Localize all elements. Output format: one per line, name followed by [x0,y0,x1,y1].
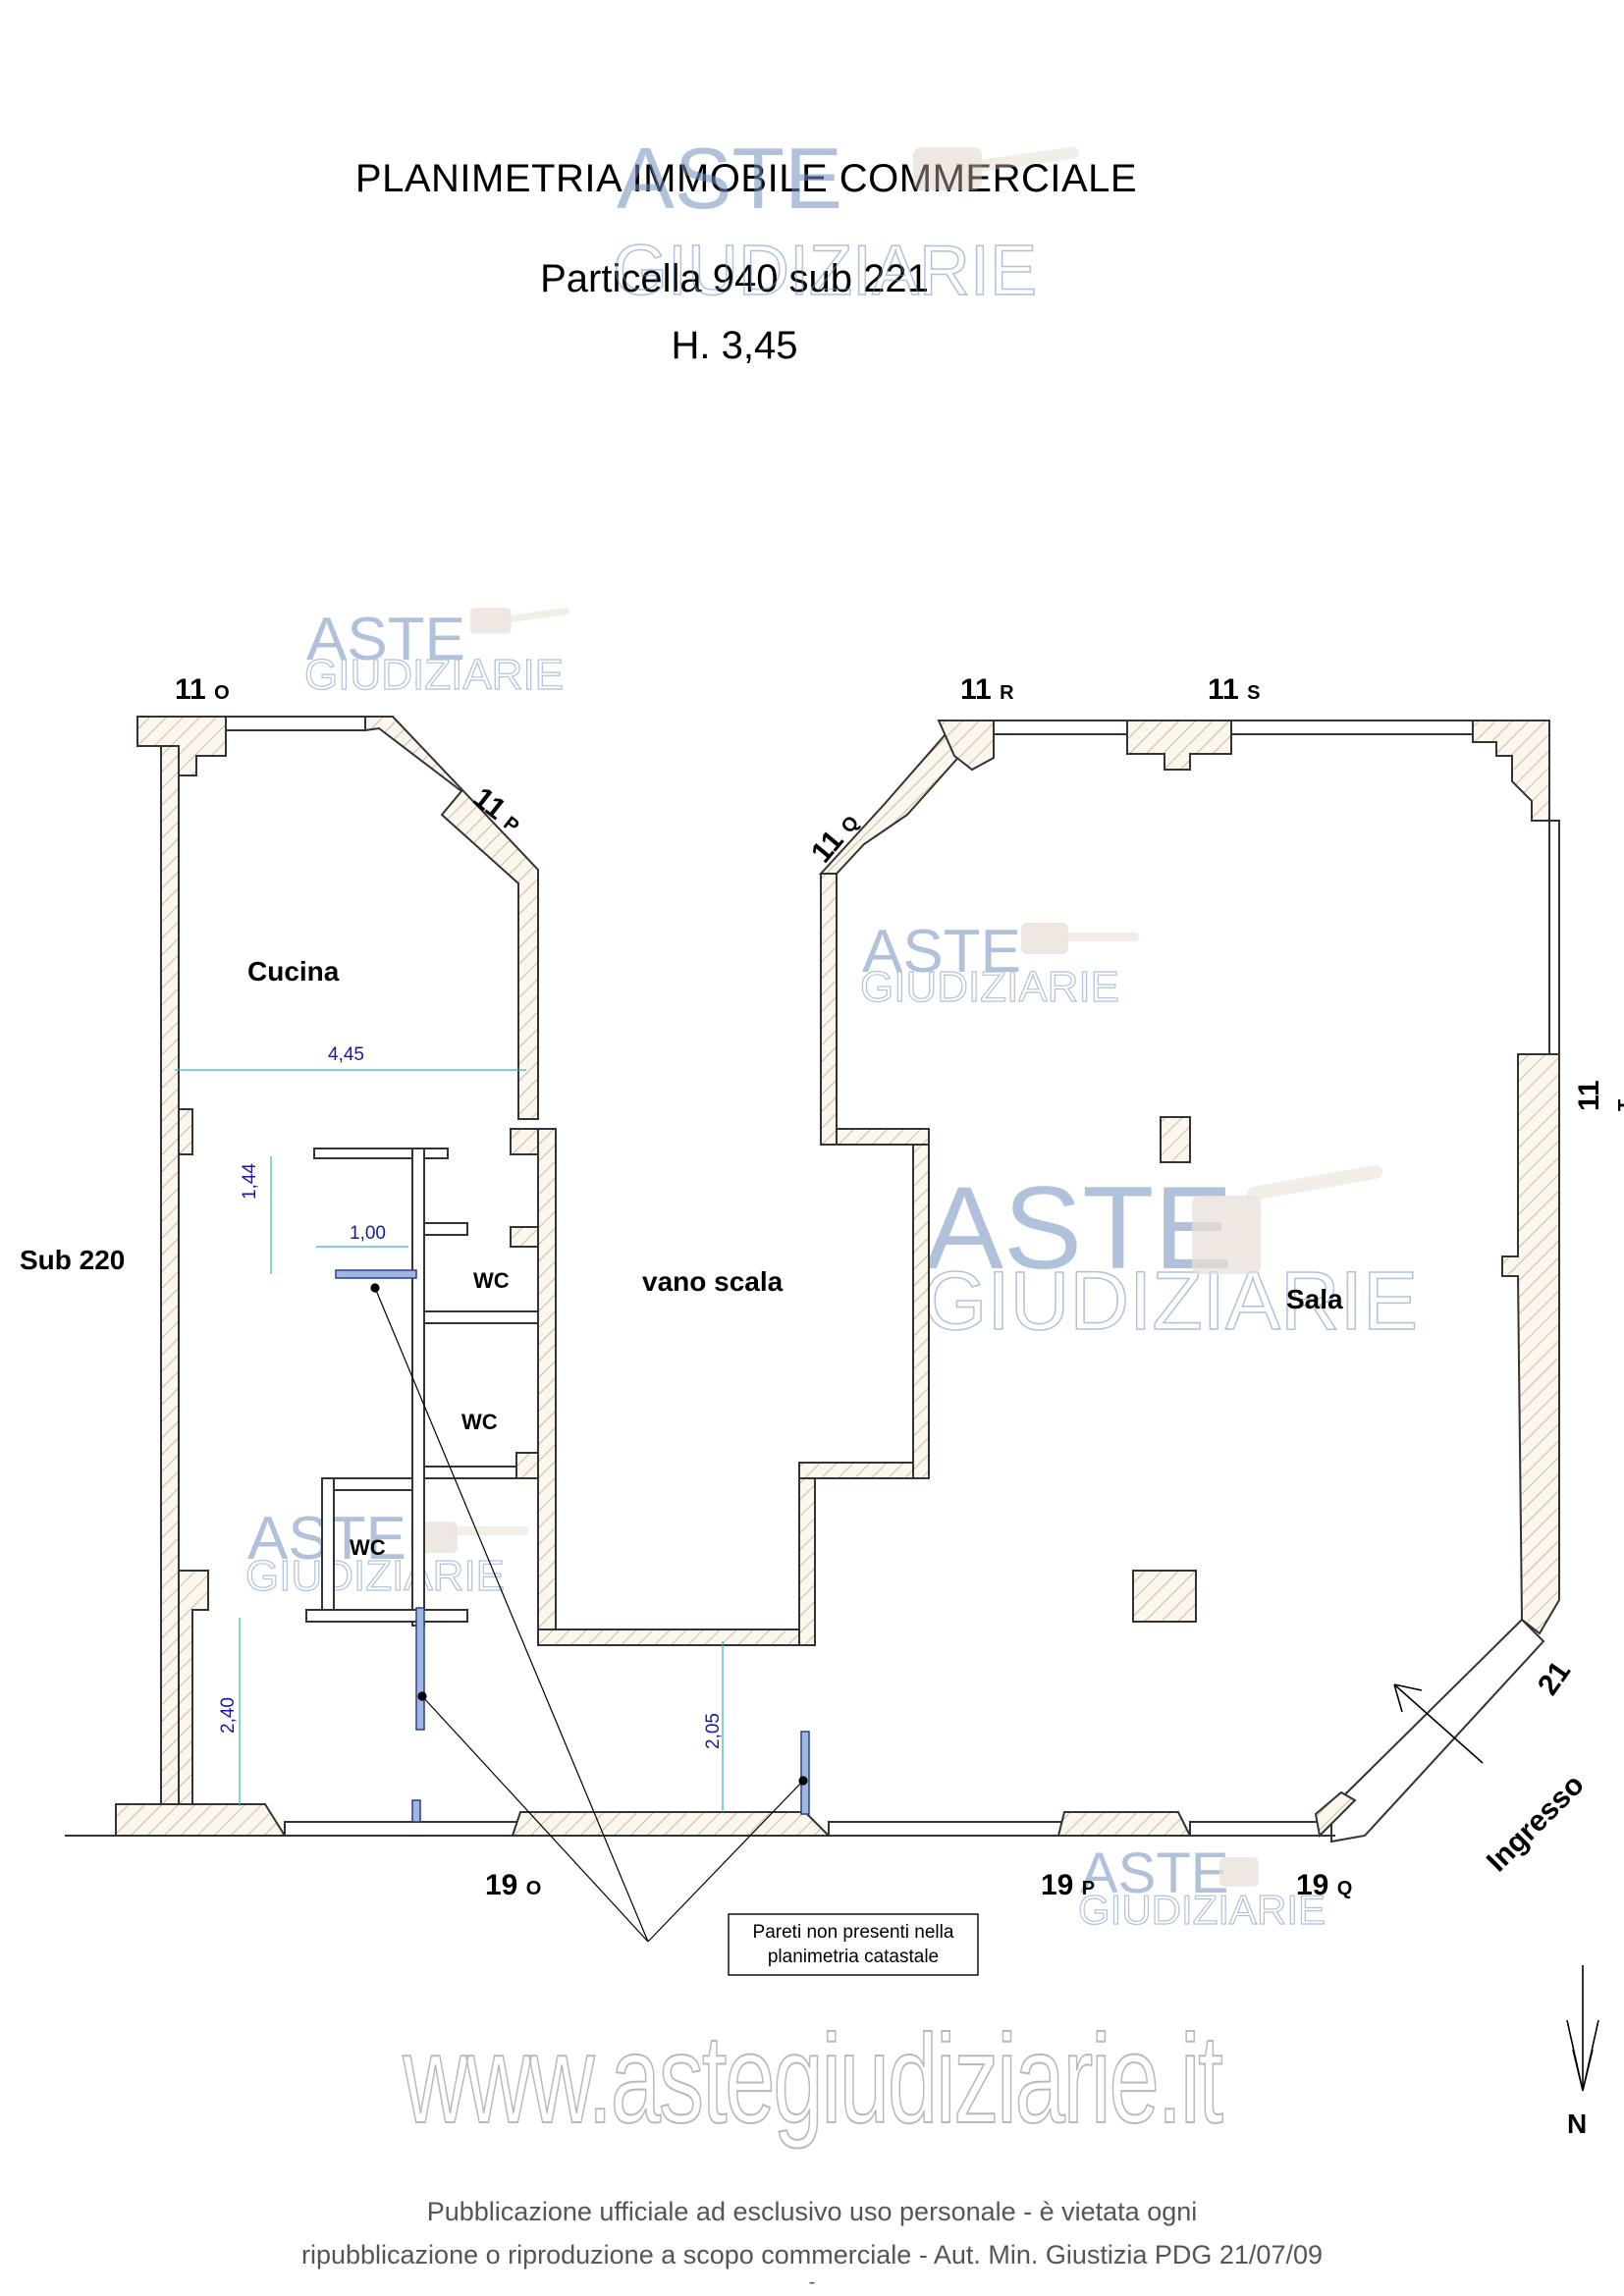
footer-line-1: Pubblicazione ufficiale ad esclusivo uso… [426,2197,1198,2226]
neighbour-label: Sub 220 [20,1245,126,1275]
watermark-text: ASTE [1080,1842,1229,1905]
room-label-vano-scala: vano scala [642,1266,784,1297]
column-2 [1132,1570,1197,1623]
wall-11q [818,724,974,875]
leader-lines [370,1283,808,1943]
watermark-text: GIUDIZIARIE [923,1255,1418,1347]
wall-stair-right-1 [798,1477,816,1646]
new-walls [335,1269,810,1823]
wc-top-wall [313,1148,449,1159]
watermark-text: GIUDIZIARIE [613,232,1037,310]
wc-nib-2 [510,1226,539,1248]
new-wall-1 [335,1269,417,1279]
wc-vertical-wall [411,1148,425,1627]
pillar-19p [1056,1811,1192,1837]
pillar-label-11r: 11 R [960,673,1014,706]
north-arrow-icon [1566,1965,1599,2092]
note-text: Pareti non presenti nella planimetria ca… [752,1922,954,1967]
wall-right [1501,1053,1560,1635]
page-subtitle: Particella 940 sub 221 [540,257,929,300]
wall-stair-bottom [537,1629,816,1646]
pillar-19-left [115,1803,287,1837]
dimension-label: 1,00 [350,1223,386,1244]
pillar-label-11t: 11 T [1573,1080,1624,1111]
pillar-19q [1314,1790,1357,1839]
pillar-label-19o: 19 O [485,1869,542,1901]
footer-line-2: ripubblicazione o riproduzione a scopo c… [300,2240,1323,2269]
watermark-text: GIUDIZIARIE [860,963,1119,1011]
wc-wall-6 [305,1609,468,1623]
wall-stair-top [836,1128,930,1146]
watermark-small-1: ASTE GIUDIZIARIE [303,606,570,700]
watermark-text: GIUDIZIARIE [245,1552,505,1600]
wall-bottom-1 [284,1821,521,1837]
dimension-lines [175,1069,724,1812]
note-box [728,1913,979,1976]
pillar-label-19q: 19 Q [1296,1869,1353,1901]
room-label-wc-3: WC [350,1535,386,1560]
watermark-top: ASTE GIUDIZIARIE [612,130,1080,311]
room-label-wc-1: WC [473,1268,510,1293]
wc-wall-1 [423,1222,468,1236]
watermark-url: www.astegiudiziarie.it [403,2008,1224,2151]
watermark-text: ASTE [617,130,842,227]
entrance-arrow [1393,1683,1484,1764]
new-wall-3 [411,1799,421,1823]
watermark-text: GIUDIZIARIE [304,651,564,699]
watermark-text: ASTE [862,918,1021,986]
new-wall-2 [415,1607,425,1731]
dimension-label: 1,44 [240,1163,260,1200]
room-label-sala: Sala [1286,1284,1343,1314]
dimension-label: 4,45 [328,1044,364,1065]
pillar-11r [937,720,995,772]
room-label-cucina: Cucina [247,956,340,987]
pillar-11t-top [1472,720,1550,822]
watermark-text: ASTE [925,1162,1232,1294]
walls [115,716,1560,1843]
north-label: N [1567,2109,1588,2139]
column-1 [1160,1116,1191,1163]
dimension-label: 2,40 [218,1697,239,1734]
watermark-small-2: ASTE GIUDIZIARIE [859,918,1139,1012]
ceiling-height: H. 3,45 [671,324,798,367]
footer-line-3: - [808,2271,816,2293]
wall-top-left [225,716,366,731]
wc-wall-5 [321,1477,335,1611]
pillar-11s [1126,720,1232,771]
wall-bottom-3 [1189,1821,1321,1837]
pillar-11o [136,716,227,776]
wc-wall-4 [321,1477,413,1491]
pillar-19o [511,1811,832,1837]
pillar-label-11o: 11 O [175,673,230,706]
wc-wall-2 [423,1310,539,1324]
new-wall-4 [800,1731,810,1815]
dimension-label: 2,05 [703,1713,724,1749]
wall-11p [364,716,539,1120]
watermark-text: ASTE [306,606,465,673]
wall-stair-left [518,1128,557,1630]
watermark-large: ASTE GIUDIZIARIE [922,1162,1419,1348]
watermark-text: GIUDIZIARIE [1078,1887,1326,1933]
wall-stair-upper [820,873,838,1146]
watermark-small-4: ASTE GIUDIZIARIE [1077,1842,1326,1934]
pillar-label-11s: 11 S [1208,673,1261,706]
wc-nib-3 [515,1452,539,1479]
wall-top-right [971,720,1550,735]
wall-stair-right-2 [912,1144,930,1479]
wall-21 [1330,1618,1545,1843]
wall-nib-1 [178,1108,193,1155]
room-label-wc-2: WC [461,1410,498,1434]
wall-stair-step [798,1462,930,1479]
wall-bottom-2 [828,1821,1065,1837]
pillar-label-19p: 19 P [1041,1869,1096,1901]
wall-nib-2 [178,1570,209,1805]
wall-right-upper [1548,820,1560,1057]
wc-nib [510,1128,539,1155]
